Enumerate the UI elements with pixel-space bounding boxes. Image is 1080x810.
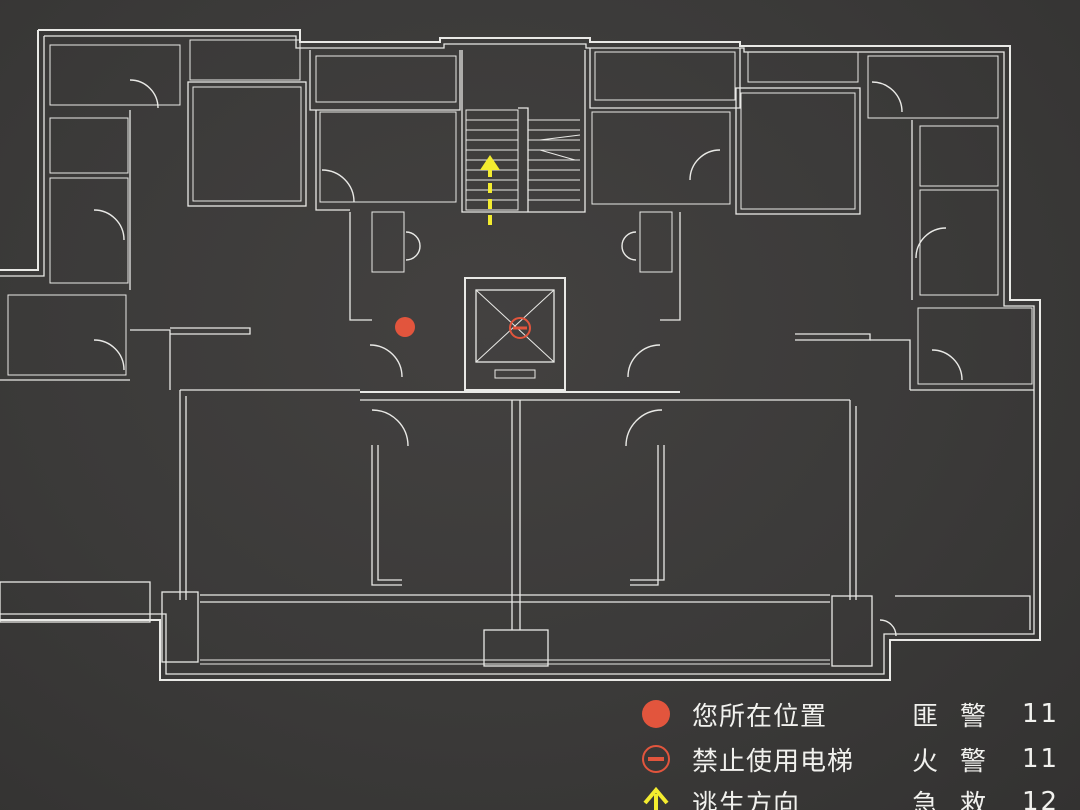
legend-row-location: 您所在位置 匪警 11: [640, 694, 1080, 734]
left-unit-walls: [7, 39, 461, 390]
red-dot-icon: [640, 698, 672, 730]
legend-row-no-elevator: 禁止使用电梯 火警 11: [640, 739, 1080, 779]
no-elevator-marker: [509, 317, 531, 339]
no-elevator-icon: [640, 743, 672, 775]
yellow-up-arrow-icon: [640, 786, 672, 810]
stair-treads: [466, 119, 580, 201]
legend-label: 逃生方向: [692, 789, 801, 810]
emergency-contact-label: 火警: [912, 746, 1009, 777]
lower-unit-walls: [0, 379, 1034, 667]
legend-label: 您所在位置: [692, 701, 828, 732]
emergency-contact-label: 急救: [912, 789, 1009, 810]
escape-direction-arrow: [480, 155, 500, 225]
you-are-here-marker: [395, 317, 415, 337]
legend-label: 禁止使用电梯: [692, 746, 855, 777]
elevator-shaft: [464, 277, 566, 391]
emergency-number: 11: [1022, 744, 1060, 774]
emergency-number: 11: [1022, 699, 1060, 729]
emergency-number: 12: [1022, 787, 1060, 810]
right-unit-walls: [589, 48, 1033, 390]
outer-walls: [0, 29, 1041, 681]
legend-row-escape: 逃生方向 急救 12: [640, 782, 1080, 810]
emergency-contact-label: 匪警: [912, 701, 1009, 732]
